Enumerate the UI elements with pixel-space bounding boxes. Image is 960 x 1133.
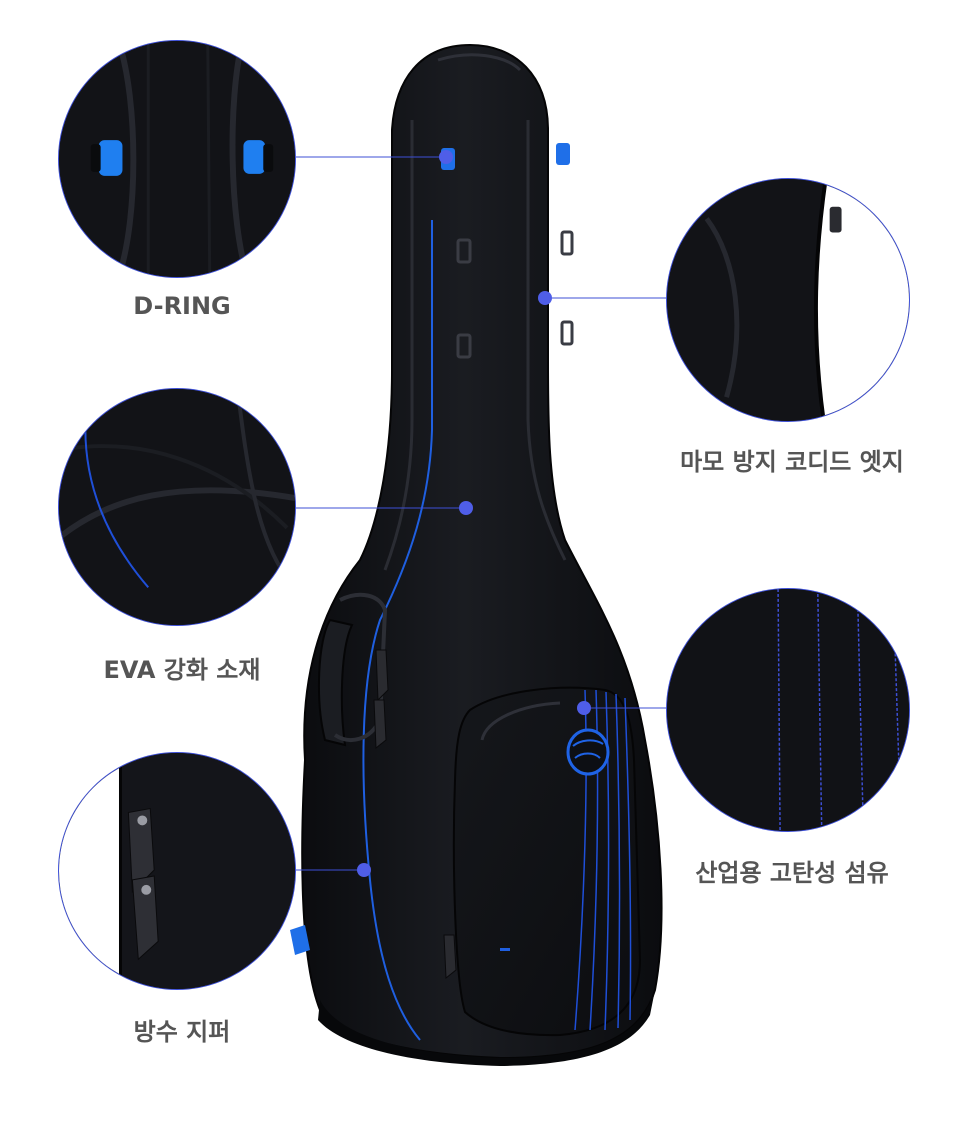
detail-circle-fiber xyxy=(666,588,910,832)
detail-circle-d-ring xyxy=(58,40,296,278)
detail-circle-eva xyxy=(58,388,296,626)
detail-circle-zipper xyxy=(58,752,296,990)
feature-label-cord-edge: 마모 방지 코디드 엣지 xyxy=(680,448,904,476)
dot-icon xyxy=(357,150,591,877)
eva-closeup xyxy=(59,389,295,625)
zipper-closeup xyxy=(59,753,295,989)
detail-circle-cord-edge xyxy=(666,178,910,422)
d-ring-closeup xyxy=(59,41,295,277)
brand-logo xyxy=(566,728,610,776)
feature-label-d-ring: D-RING xyxy=(133,292,231,320)
blue-piping xyxy=(362,220,433,1041)
callout-lines xyxy=(296,156,668,871)
feature-label-zipper: 방수 지퍼 xyxy=(133,1018,231,1046)
fiber-closeup xyxy=(667,589,909,831)
feature-label-fiber: 산업용 고탄성 섬유 xyxy=(695,859,889,887)
cord-edge-closeup xyxy=(667,179,909,421)
feature-label-eva: EVA 강화 소재 xyxy=(103,656,261,684)
side-handle xyxy=(317,618,354,747)
